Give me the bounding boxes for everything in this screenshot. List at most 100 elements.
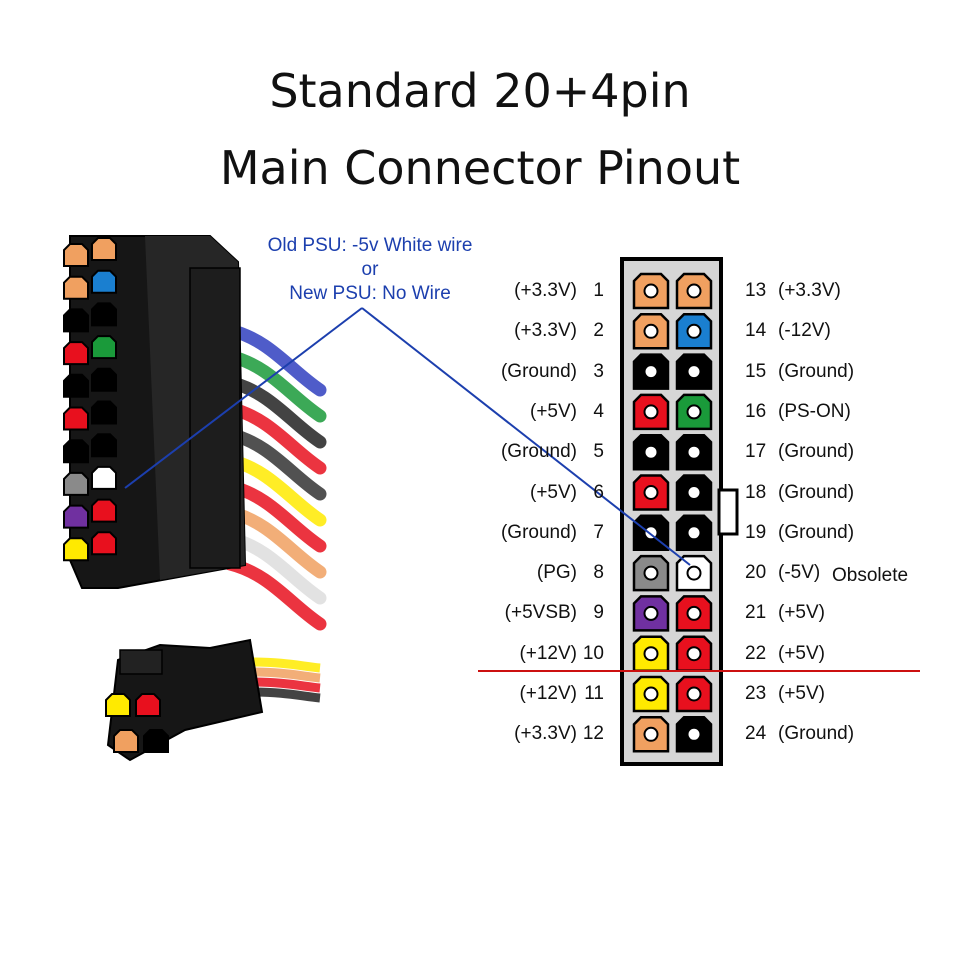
photo-main-right-pin-6 <box>91 433 117 458</box>
annotation-line-schematic <box>361 307 691 566</box>
pin-6-number: 6 <box>593 481 604 503</box>
connector-photo-main <box>63 235 247 589</box>
pin-8-hole <box>643 565 659 581</box>
pin-16-hole <box>686 404 702 420</box>
photo-main-right-pin-8 <box>91 498 117 523</box>
photo-aux-top-pin-1 <box>135 693 161 717</box>
photo-aux-bottom-pin-0 <box>113 729 139 753</box>
note-line-2: or <box>361 259 379 280</box>
photo-main-right-pin-2 <box>91 302 117 327</box>
connector-photo-aux <box>105 638 264 762</box>
photo-main-right-pin-7 <box>91 465 117 490</box>
photo-aux-latch <box>119 649 163 675</box>
photo-main-left-pin-2 <box>63 308 89 333</box>
pin-10-hole <box>643 646 659 662</box>
pin-4-number: 4 <box>593 400 604 422</box>
pin-17 <box>675 433 713 471</box>
pin-3-hole <box>643 364 659 380</box>
pin-16-label: (PS-ON) <box>778 400 851 422</box>
pin-24-number: 24 <box>745 723 767 745</box>
photo-main-right-pin-9 <box>91 531 117 556</box>
pin-4-label: (+5V) <box>530 400 577 422</box>
pin-13 <box>675 272 713 310</box>
pin-4 <box>632 393 670 431</box>
aux-wire-0 <box>249 657 321 673</box>
pin-23-label: (+5V) <box>778 683 825 704</box>
pin-11-hole <box>643 686 659 702</box>
note-line-3: New PSU: No Wire <box>289 283 451 304</box>
pin-5-hole <box>643 444 659 460</box>
pin-22-label: (+5V) <box>778 642 825 664</box>
pin-22-number: 22 <box>745 642 767 664</box>
pin-7-number: 7 <box>593 521 604 543</box>
pin-grid <box>632 272 713 753</box>
pin-21-label: (+5V) <box>778 602 825 624</box>
pin-21 <box>675 595 713 632</box>
photo-main-left-pin-6 <box>63 439 89 464</box>
note-line-1: Old PSU: -5v White wire <box>267 235 473 256</box>
pin-16 <box>675 393 713 431</box>
pin-9-number: 9 <box>593 602 604 624</box>
pin-24-hole <box>686 726 702 742</box>
pin-22 <box>675 635 713 672</box>
pin-17-number: 17 <box>745 441 767 463</box>
cable-wires <box>223 323 327 703</box>
photo-main-left-pin-9 <box>63 537 89 562</box>
pin-17-hole <box>686 444 702 460</box>
pinout-schematic <box>620 257 739 766</box>
pin-12-hole <box>643 726 659 742</box>
pin-23-number: 23 <box>745 683 767 704</box>
pin-21-hole <box>686 605 702 621</box>
pin-21-number: 21 <box>745 602 767 624</box>
pin-18-hole <box>686 485 702 500</box>
pin-20 <box>675 554 713 592</box>
pin-8 <box>632 554 670 592</box>
pin-2-number: 2 <box>593 320 604 342</box>
wire-1 <box>223 349 327 423</box>
pin-19-hole <box>686 525 702 541</box>
pin-12 <box>632 716 670 753</box>
connector-latch <box>717 488 739 536</box>
pin-24-label: (Ground) <box>778 723 855 745</box>
pin-18-number: 18 <box>745 481 767 503</box>
pin-2-label: (+3.3V) <box>514 320 577 342</box>
pin-13-number: 13 <box>745 280 767 301</box>
pin-20-label: (-5V) <box>778 562 821 584</box>
pin-11 <box>632 675 670 713</box>
wire-0 <box>223 323 327 397</box>
pin-10-number: 10 <box>582 642 604 664</box>
pin-18-label: (Ground) <box>778 481 855 503</box>
pin-17-label: (Ground) <box>778 441 855 463</box>
pin-3-label: (Ground) <box>500 360 577 382</box>
pin-14 <box>675 313 713 350</box>
pin-19 <box>675 514 713 552</box>
pin-9-label: (+5VSB) <box>504 602 577 624</box>
pin-6 <box>632 474 670 511</box>
pin-4-hole <box>643 404 659 420</box>
photo-main-left-pin-0 <box>63 243 89 267</box>
pin-11-number: 11 <box>584 683 604 704</box>
aux-wire-2 <box>249 677 321 693</box>
pin-10-label: (+12V) <box>519 642 577 664</box>
pin-1 <box>632 272 670 310</box>
pin-15-hole <box>686 364 702 380</box>
pin-15 <box>675 353 713 390</box>
pin-6-hole <box>643 485 659 500</box>
pin-23-hole <box>686 686 702 702</box>
pin-11-label: (+12V) <box>519 683 577 704</box>
photo-main-clip-frame <box>189 267 241 569</box>
title-line-1: Standard 20+4pin <box>269 64 691 118</box>
photo-main-left-pin-1 <box>63 275 89 300</box>
pin-8-number: 8 <box>593 562 604 584</box>
pin-2-hole <box>643 323 659 339</box>
photo-main-right-pin-1 <box>91 269 117 294</box>
pin-15-label: (Ground) <box>778 360 855 382</box>
pin-14-hole <box>686 323 702 339</box>
pin-1-hole <box>643 283 659 299</box>
photo-main-left-pin-3 <box>63 341 89 366</box>
photo-main-right-pin-4 <box>91 367 117 392</box>
photo-aux-top-pin-0 <box>105 693 131 717</box>
pin-20-number: 20 <box>745 562 767 584</box>
photo-main-right-pin-0 <box>91 237 117 261</box>
